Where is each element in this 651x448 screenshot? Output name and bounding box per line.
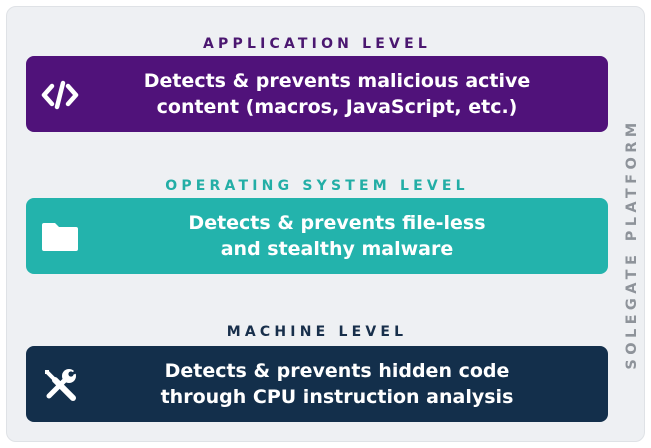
application-level-description: Detects & prevents malicious active cont…: [143, 70, 531, 118]
machine-level-description: Detects & prevents hidden code through C…: [160, 360, 514, 408]
machine-level-box: Detects & prevents hidden code through C…: [26, 346, 608, 422]
platform-side-label: SOLEGATE PLATFORM: [624, 118, 640, 370]
operating-system-level-title: OPERATING SYSTEM LEVEL: [165, 178, 469, 194]
tools-icon: [40, 365, 80, 405]
operating-system-level-description: Detects & prevents file-less and stealth…: [188, 212, 486, 260]
operating-system-level-box: Detects & prevents file-less and stealth…: [26, 198, 608, 274]
folder-icon: [40, 217, 80, 257]
machine-level-title: MACHINE LEVEL: [226, 324, 408, 340]
code-icon: [40, 75, 80, 115]
application-level-box: Detects & prevents malicious active cont…: [26, 56, 608, 132]
application-level-title: APPLICATION LEVEL: [203, 36, 431, 52]
